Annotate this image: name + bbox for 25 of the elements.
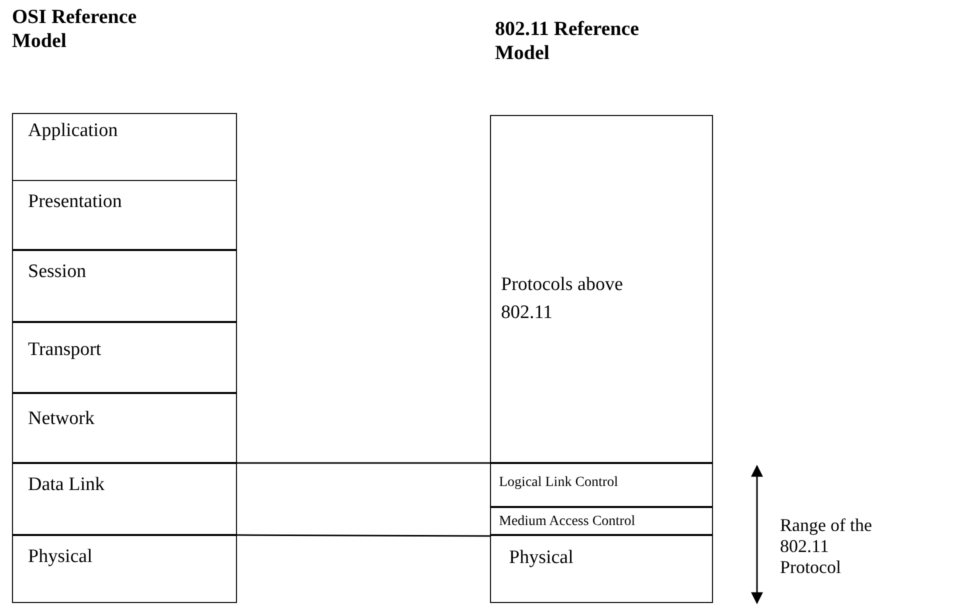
layer-name: Application bbox=[28, 120, 118, 142]
layer-name: Protocols above 802.11 bbox=[501, 273, 624, 325]
column-heading: 802.11 Reference Model bbox=[495, 17, 640, 65]
layer-name: Data Link bbox=[28, 474, 105, 496]
layer-name: Presentation bbox=[28, 191, 122, 213]
layer-box bbox=[12, 322, 237, 393]
layer-box bbox=[490, 115, 713, 463]
layer-box bbox=[12, 393, 237, 463]
layer-box bbox=[12, 250, 237, 322]
column-heading: OSI Reference Model bbox=[12, 5, 138, 53]
layer-name: Transport bbox=[28, 339, 102, 361]
layer-name: Logical Link Control bbox=[499, 475, 618, 491]
layer-name: Network bbox=[28, 408, 94, 430]
layer-box bbox=[490, 535, 713, 603]
layer-box bbox=[12, 535, 237, 603]
layer-name: Session bbox=[28, 261, 86, 283]
layer-box bbox=[12, 113, 237, 181]
layer-box bbox=[490, 507, 713, 535]
layer-name: Physical bbox=[509, 547, 574, 569]
range-note: Range of the 802.11 Protocol bbox=[780, 515, 873, 578]
layer-name: Medium Access Control bbox=[499, 514, 636, 530]
layer-box bbox=[12, 180, 237, 250]
layer-box bbox=[12, 463, 237, 535]
layer-name: Physical bbox=[28, 546, 92, 568]
layer-box bbox=[490, 463, 713, 507]
